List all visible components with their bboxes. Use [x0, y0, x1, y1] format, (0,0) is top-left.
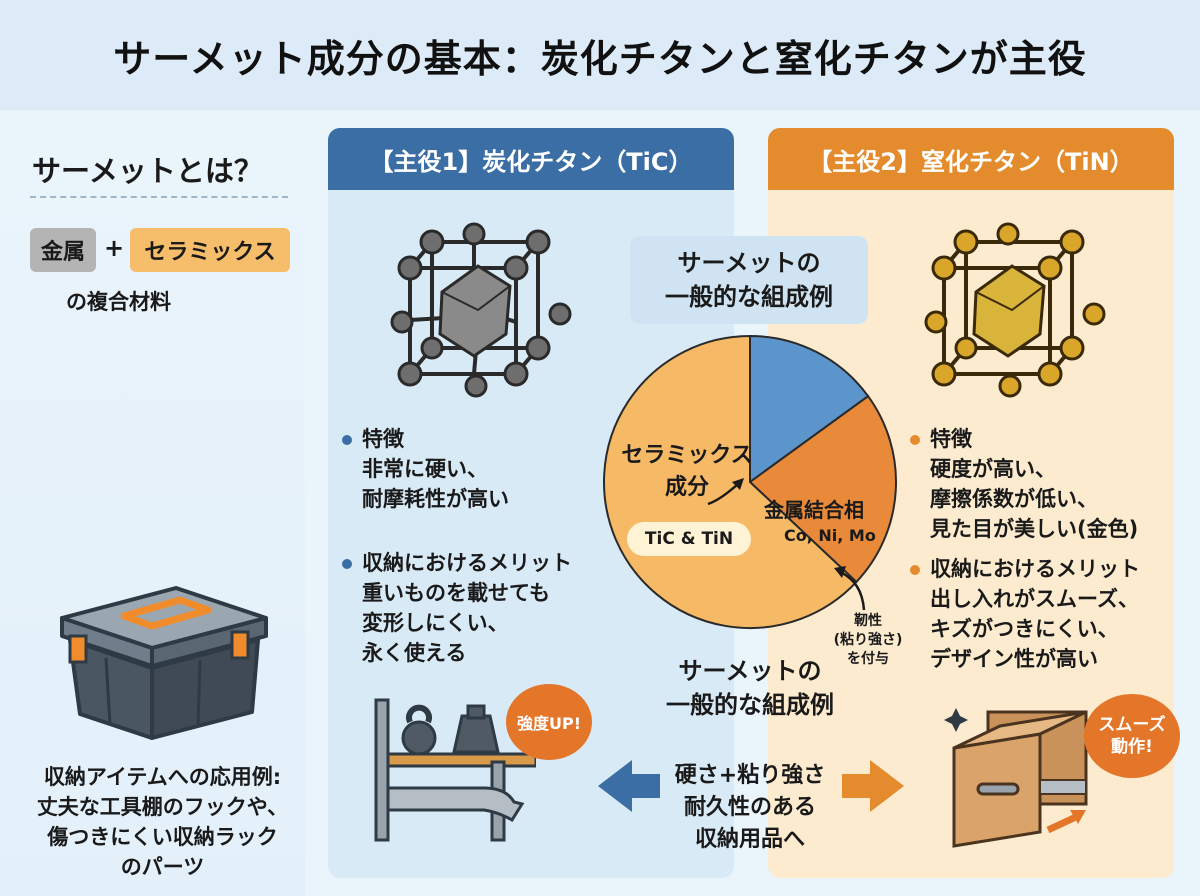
- tin-crystal-icon: [924, 222, 1106, 398]
- tin-merit-line: 出し入れがスムーズ、: [930, 587, 1139, 611]
- metal-slice-sublabel: Co, Ni, Mo: [784, 526, 876, 545]
- tin-merit-line: キズがつきにくい、: [930, 617, 1119, 641]
- storage-box-icon: [60, 586, 268, 740]
- tic-tin-pill: TiC & TiN: [627, 522, 751, 556]
- ceramic-chip: セラミックス: [130, 228, 290, 272]
- application-line: 丈夫な工具棚のフックや、: [36, 795, 289, 819]
- tic-feature-line: 非常に硬い、: [362, 457, 488, 481]
- bullet-icon: [910, 435, 920, 445]
- tic-feature-line: 耐摩耗性が高い: [362, 487, 509, 511]
- benefit-line: 硬さ+粘り強さ: [674, 763, 826, 788]
- drawer-icon: [944, 708, 1088, 848]
- tic-feature-block: 特徴 非常に硬い、 耐摩耗性が高い: [342, 424, 509, 514]
- benefit-line: 耐久性のある: [683, 795, 816, 820]
- right-arrow-icon: [842, 760, 904, 812]
- tin-header: 【主役2】窒化チタン（TiN）: [768, 128, 1174, 190]
- tin-feature-line: 摩擦係数が低い、: [930, 487, 1098, 511]
- strength-badge: 強度UP!: [506, 684, 592, 760]
- application-text: 収納アイテムへの応用例: 丈夫な工具棚のフックや、 傷つきにくい収納ラック のパ…: [20, 762, 305, 882]
- pie-slice-1: [748, 394, 897, 584]
- application-line: 収納アイテムへの応用例:: [43, 765, 282, 789]
- curved-arrow-icon: [707, 478, 744, 506]
- toughness-line: 靭性: [854, 613, 882, 629]
- composition-title-line: サーメットの: [677, 249, 821, 277]
- pie-slice-2: [749, 334, 870, 484]
- application-line: 傷つきにくい収納ラック: [47, 825, 278, 849]
- bullet-icon: [910, 565, 920, 575]
- benefit-line: 収納用品へ: [694, 827, 805, 852]
- composite-label: の複合材料: [66, 290, 171, 314]
- tic-header: 【主役1】炭化チタン（TiC）: [328, 128, 734, 190]
- smooth-badge-line: スムーズ: [1098, 715, 1166, 735]
- plus-sign: +: [104, 234, 125, 262]
- tin-merit-line: デザイン性が高い: [930, 647, 1098, 671]
- smooth-badge: スムーズ 動作!: [1084, 694, 1180, 778]
- tic-crystal-body: [438, 264, 512, 358]
- tin-feature-line: 硬度が高い、: [930, 457, 1056, 481]
- application-line: のパーツ: [120, 855, 205, 879]
- page-title: サーメット成分の基本：炭化チタンと窒化チタンが主役: [113, 36, 1087, 81]
- ceramic-slice-label: セラミックス成分: [612, 440, 762, 504]
- smooth-badge-line: 動作!: [1111, 737, 1153, 757]
- ceramic-slice-label-text: セラミックス成分: [621, 443, 753, 500]
- tic-merit-title: 収納におけるメリット: [362, 551, 572, 575]
- composition-bottom-title: サーメットの 一般的な組成例: [640, 654, 860, 722]
- tic-feature-title: 特徴: [362, 427, 404, 451]
- tin-feature-title: 特徴: [930, 427, 972, 451]
- composition-title-line: 一般的な組成例: [665, 283, 833, 311]
- tic-merit-block: 収納におけるメリット 重いものを載せても 変形しにくい、 永く使える: [342, 548, 572, 668]
- toughness-annotation: 靭性 (粘り強さ) を付与: [820, 612, 916, 669]
- tin-feature-line: 見た目が美しい(金色): [930, 517, 1139, 541]
- composition-bottom-line: 一般的な組成例: [666, 691, 834, 719]
- composition-title-box: サーメットの 一般的な組成例: [630, 236, 868, 324]
- toughness-line: (粘り強さ): [833, 632, 903, 648]
- tin-merit-title: 収納におけるメリット: [930, 557, 1140, 581]
- tool-shelf-icon: [374, 698, 536, 842]
- tin-merit-block: 収納におけるメリット 出し入れがスムーズ、 キズがつきにくい、 デザイン性が高い: [910, 554, 1140, 674]
- bullet-icon: [342, 435, 352, 445]
- bullet-icon: [342, 559, 352, 569]
- left-arrow-icon: [598, 760, 660, 812]
- left-heading: サーメットとは？: [32, 154, 263, 188]
- benefit-text: 硬さ+粘り強さ 耐久性のある 収納用品へ: [640, 760, 860, 856]
- tic-merit-line: 永く使える: [362, 641, 467, 665]
- metal-chip: 金属: [30, 228, 96, 272]
- tic-crystal-icon: [390, 222, 572, 398]
- toughness-line: を付与: [847, 651, 889, 667]
- curved-arrow-icon: [834, 566, 866, 611]
- metal-slice-label: 金属結合相: [764, 498, 864, 522]
- left-divider: [30, 196, 288, 198]
- tin-crystal-body: [972, 264, 1046, 358]
- tic-merit-line: 重いものを載せても: [362, 581, 550, 605]
- header-banner: サーメット成分の基本：炭化チタンと窒化チタンが主役: [0, 0, 1200, 110]
- tic-merit-line: 変形しにくい、: [362, 611, 509, 635]
- tin-feature-block: 特徴 硬度が高い、 摩擦係数が低い、 見た目が美しい(金色): [910, 424, 1138, 544]
- composition-bottom-line: サーメットの: [678, 657, 822, 685]
